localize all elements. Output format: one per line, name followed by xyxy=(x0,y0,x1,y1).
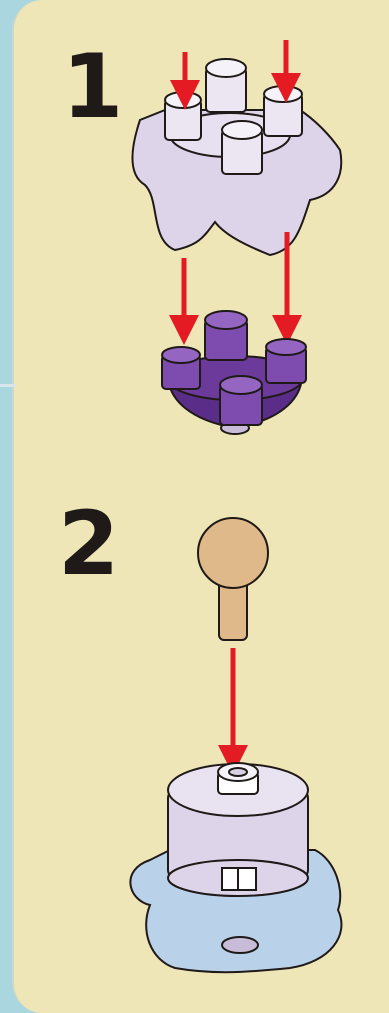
purple-peg-back xyxy=(205,311,247,360)
lavender-fabric-part xyxy=(132,59,341,255)
peg-top-right xyxy=(264,86,302,136)
purple-peg-left xyxy=(162,347,200,389)
purple-peg-front xyxy=(220,376,262,425)
step-number-2: 2 xyxy=(58,500,119,588)
base-assembly-illustration xyxy=(130,763,341,972)
peg-illustration xyxy=(198,518,268,640)
step-number-1: 1 xyxy=(62,43,123,131)
peg-front-center xyxy=(222,121,262,174)
purple-peg-right xyxy=(266,339,306,383)
peg-top-center xyxy=(206,59,246,112)
peg-top-left xyxy=(165,92,201,140)
